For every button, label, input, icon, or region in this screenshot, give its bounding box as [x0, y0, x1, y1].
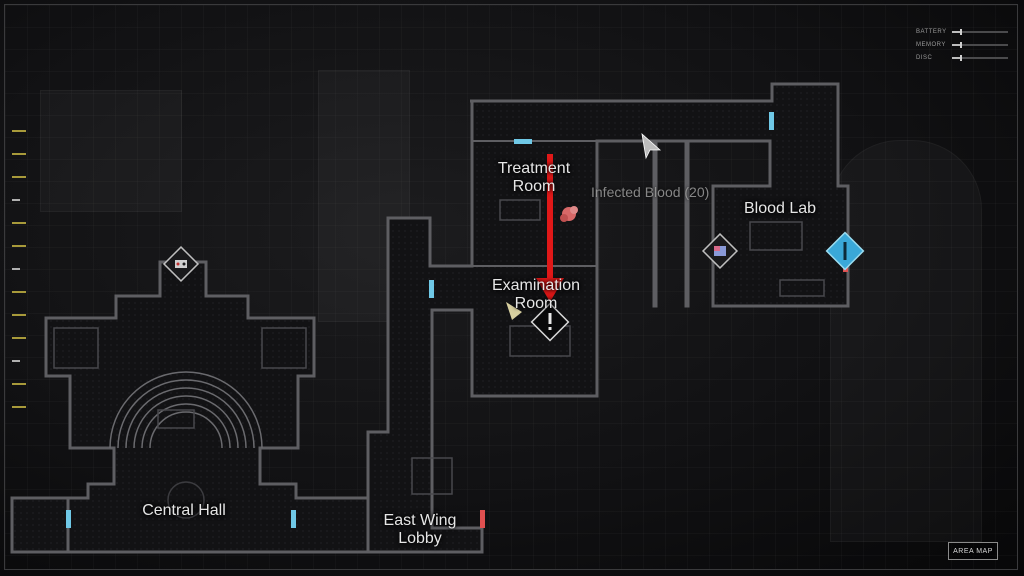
status-memory: MEMORY [916, 38, 1008, 51]
central-hall-stairs [109, 371, 263, 519]
key-item-icon[interactable] [701, 232, 739, 270]
background-window [40, 90, 182, 212]
player-cursor-icon [506, 302, 522, 320]
status-disc: DISC [916, 51, 1008, 64]
door-treatment-north[interactable] [514, 139, 532, 144]
memory-bar [952, 41, 1008, 48]
area-map-button[interactable]: AREA MAP [948, 542, 998, 560]
door-east-wing-locked[interactable] [480, 510, 485, 528]
background-shelf [318, 70, 410, 322]
battery-bar [952, 28, 1008, 35]
alert-exclamation-icon[interactable] [530, 302, 570, 342]
red-guidance-arrow [536, 154, 564, 302]
door-blood-lab-north[interactable] [769, 112, 774, 130]
door-central-west[interactable] [66, 510, 71, 528]
room-label-blood-lab: Blood Lab [743, 200, 817, 217]
door-exam-west[interactable] [429, 280, 434, 298]
north-corridor [366, 82, 850, 554]
west-annex [10, 496, 70, 554]
status-battery: BATTERY [916, 25, 1008, 38]
item-tooltip-label: Infected Blood (20) [591, 184, 710, 200]
disc-bar [952, 54, 1008, 61]
door-central-east[interactable] [291, 510, 296, 528]
room-label-central-hall: Central Hall [142, 502, 226, 519]
left-tick-scale [12, 130, 26, 429]
save-typewriter-icon[interactable] [162, 245, 200, 283]
objective-marker-icon[interactable] [825, 231, 865, 271]
infected-blood-item-icon[interactable] [560, 206, 578, 222]
map-cursor-icon[interactable] [641, 132, 662, 160]
background-doorway [830, 140, 982, 542]
device-status-panel: BATTERY MEMORY DISC [916, 25, 1008, 64]
central-hall-room [44, 260, 370, 554]
